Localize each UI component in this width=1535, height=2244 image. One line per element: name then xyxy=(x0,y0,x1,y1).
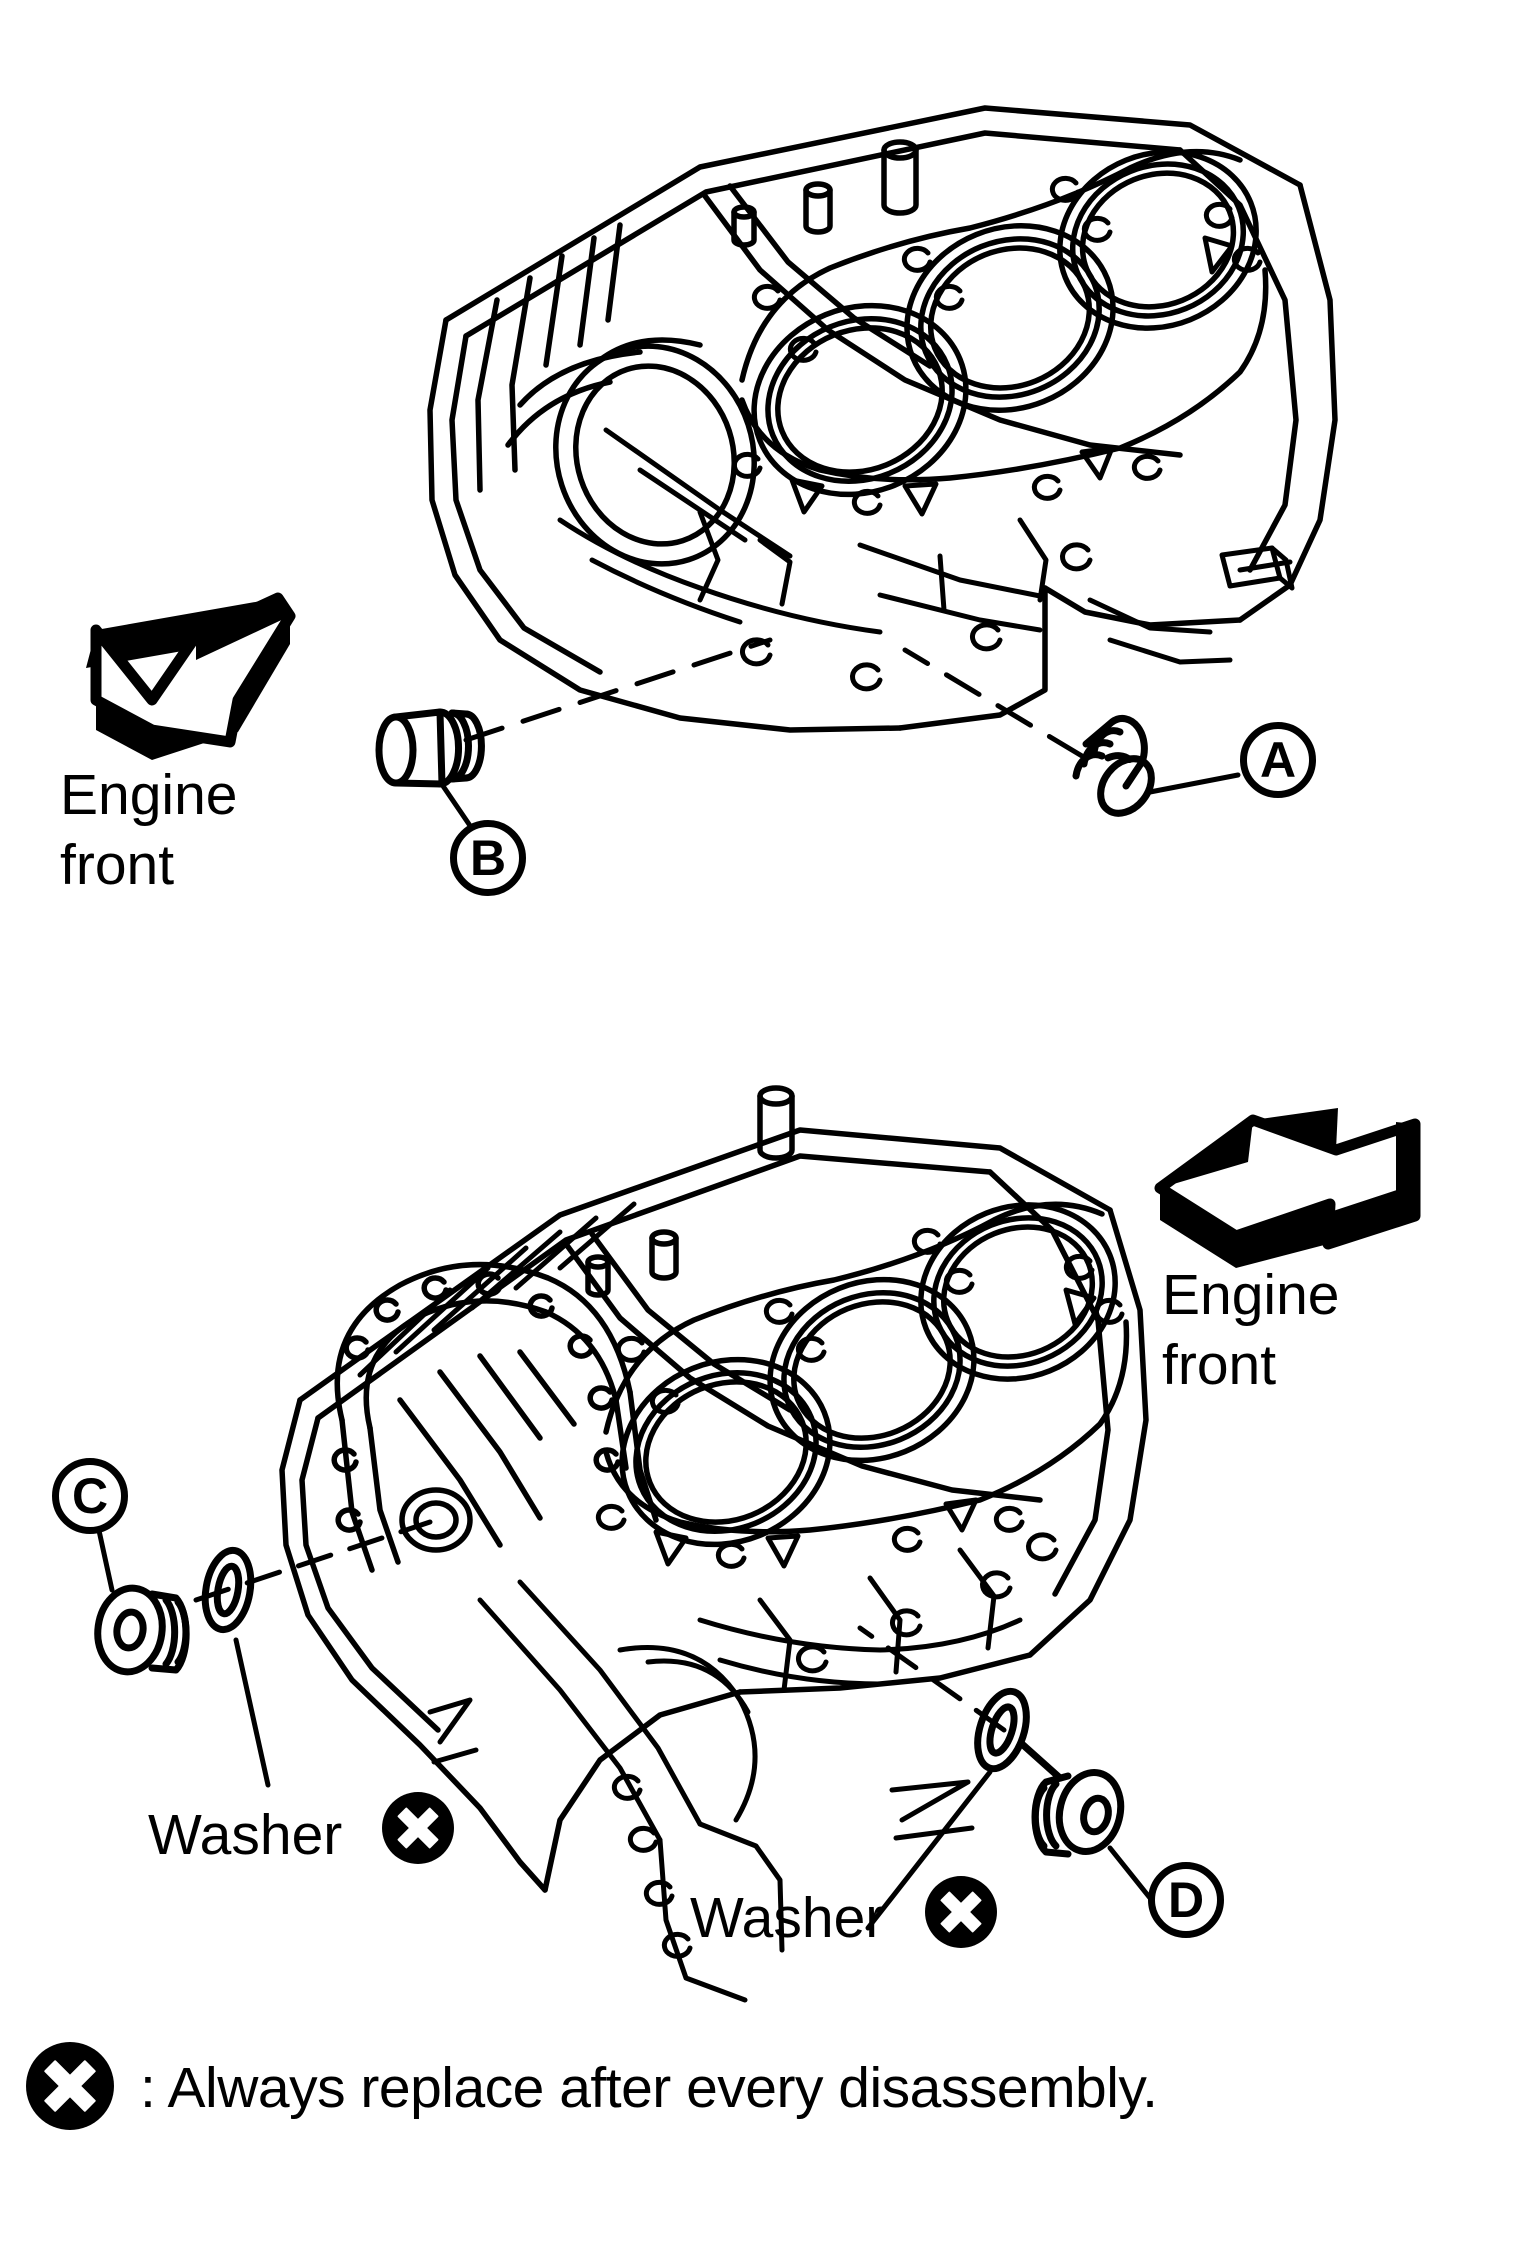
replace-x-icon-right xyxy=(925,1876,997,1948)
callout-b[interactable]: B xyxy=(450,820,526,896)
lower-dowels xyxy=(585,1085,795,1298)
lower-internal-webs xyxy=(427,1532,1059,2003)
lower-top-fins xyxy=(357,1201,637,1378)
callout-a[interactable]: A xyxy=(1240,722,1316,798)
washer-label-left: Washer xyxy=(148,1803,343,1867)
lower-deck-bores xyxy=(563,1201,1130,1548)
replace-x-icon-legend xyxy=(26,2042,114,2130)
washer-ring-left xyxy=(201,1546,255,1634)
engine-front-arrow-left-icon xyxy=(86,592,296,760)
leader-c xyxy=(193,1519,433,1603)
washer-leader-left xyxy=(233,1637,271,1788)
engine-front-label-lower-line1: Engine xyxy=(1162,1263,1340,1327)
upper-deck-bores xyxy=(702,148,1269,498)
leader-a xyxy=(902,647,1085,759)
callout-c[interactable]: C xyxy=(52,1458,128,1534)
engine-front-label-upper-line1: Engine xyxy=(60,763,238,827)
engine-front-arrow-right-icon xyxy=(1154,1108,1421,1268)
leader-b xyxy=(463,637,773,743)
upper-block-outline xyxy=(427,105,1338,733)
lower-bolt-holes xyxy=(595,1227,1125,1569)
upper-internal-ribs xyxy=(557,427,1295,692)
engine-front-label-upper-line2: front xyxy=(60,833,175,897)
plug-a-part xyxy=(1072,714,1155,817)
plug-b-part xyxy=(375,708,485,788)
leader-d xyxy=(857,1625,1007,1733)
washer-label-right: Washer xyxy=(690,1886,885,1950)
callout-d[interactable]: D xyxy=(1148,1862,1224,1938)
replace-x-icon-left xyxy=(382,1792,454,1864)
upper-bolt-holes xyxy=(731,175,1263,517)
plug-c-part xyxy=(94,1584,190,1676)
upper-dowels xyxy=(731,139,919,248)
lower-block-outline xyxy=(279,1127,1149,1893)
engine-front-label-lower-line2: front xyxy=(1162,1333,1277,1397)
washer-leader-right xyxy=(865,1769,993,1931)
legend-caption: : Always replace after every disassembly… xyxy=(140,2056,1158,2120)
plug-d-part xyxy=(1018,1740,1125,1858)
washer-ring-right xyxy=(974,1687,1030,1773)
